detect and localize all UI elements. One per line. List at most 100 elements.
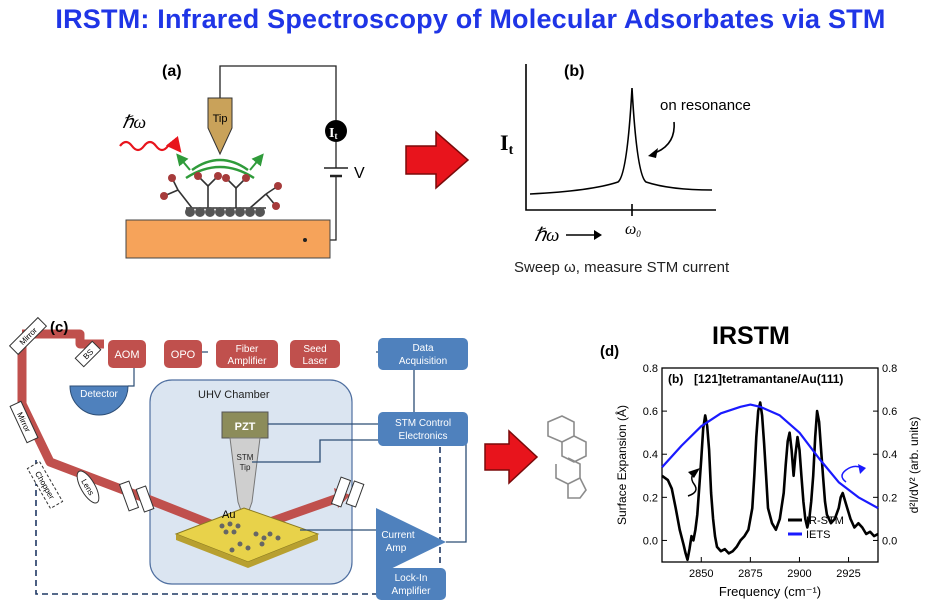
molecule-atoms: [160, 172, 282, 210]
field-arc-1: [191, 158, 249, 172]
y-tick-label: 0.0: [643, 535, 658, 547]
svg-text:STM: STM: [237, 453, 254, 462]
x-axis-label: Frequency (cm⁻¹): [719, 584, 821, 599]
au-label: Au: [222, 509, 235, 521]
resonance-annotation: on resonance: [660, 97, 751, 114]
y-tick-label: 0.6: [643, 406, 658, 418]
detector-label: Detector: [80, 389, 118, 400]
ammeter-icon: [325, 120, 347, 142]
svg-text:Electronics: Electronics: [399, 431, 448, 442]
beam-splitter: BS: [74, 340, 102, 368]
panel-b-caption: Sweep ω, measure STM current: [514, 259, 730, 276]
inner-panel-label: (b): [668, 372, 683, 386]
resonance-curve: [529, 87, 713, 195]
photon-label: ℏω: [122, 112, 146, 132]
y2-axis-label: d²I/dV² (arb. units): [907, 417, 921, 514]
svg-text:STM Control: STM Control: [395, 418, 451, 429]
right-axis-pointer-head: [858, 464, 866, 474]
molecule-icon: [163, 175, 279, 209]
y2-tick-label: 0.6: [882, 406, 897, 418]
photon-wave-icon: [119, 136, 182, 153]
svg-text:OPO: OPO: [171, 349, 196, 361]
window-right: [330, 476, 352, 508]
tip-label: Tip: [213, 113, 228, 125]
voltage-label: V: [354, 165, 365, 182]
field-arc-2: [185, 165, 255, 180]
detector: [69, 385, 129, 416]
panel-c: UHV Chamber Mirror Mirror BS Detector Ch…: [8, 316, 468, 600]
svg-text:Fiber: Fiber: [236, 344, 259, 355]
page-title: IRSTM: Infrared Spectroscopy of Molecula…: [55, 4, 886, 34]
panel-a: (a) It V Tip ℏω: [119, 63, 365, 259]
sweep-x-label: ℏω: [534, 225, 559, 246]
svg-text:AOM: AOM: [114, 349, 139, 361]
aom-box: AOM: [108, 340, 146, 368]
y2-tick-label: 0.8: [882, 363, 897, 375]
x-tick-label: 2875: [738, 568, 762, 580]
x-tick-label: 2925: [836, 568, 860, 580]
opo-box: OPO: [164, 340, 202, 368]
right-axis-pointer-icon: [841, 465, 863, 483]
y-tick-label: 0.8: [643, 363, 658, 375]
y2-tick-label: 0.2: [882, 492, 897, 504]
x-tick-label: 2900: [787, 568, 811, 580]
svg-text:Amplifier: Amplifier: [392, 586, 432, 597]
au-atoms: [219, 521, 281, 553]
reference-loop: [35, 460, 376, 595]
svg-text:Laser: Laser: [302, 356, 328, 367]
panel-b-axes: [525, 64, 716, 211]
lens: Lens: [76, 470, 100, 504]
panel-a-label: (a): [162, 63, 182, 80]
pzt-label: PZT: [235, 421, 256, 433]
panel-b: (b) It on resonance ℏω ω0 Sweep ω, measu…: [500, 63, 751, 276]
panel-d-heading: IRSTM: [712, 322, 790, 350]
tetramantane-icon: [547, 415, 587, 499]
panel-b-label: (b): [564, 63, 584, 80]
y-tick-label: 0.2: [643, 492, 658, 504]
y2-tick-label: 0.4: [882, 449, 897, 461]
irstm-chart: 2850 2875 2900 2925 0.0 0.2 0.4 0.6 0.8 0.0 0.2 0.4…: [600, 343, 921, 599]
annotation-arrow-icon: [651, 121, 675, 155]
stm-tip-icon: [207, 97, 233, 156]
ammeter-symbol: It: [329, 126, 337, 141]
x-tick-label: 2850: [689, 568, 713, 580]
arrow-c-to-d: [484, 429, 539, 485]
arrow-a-to-b: [405, 130, 470, 190]
panel-d-label: (d): [600, 343, 619, 360]
svg-text:Amplifier: Amplifier: [228, 356, 268, 367]
emission-arrow-right: [249, 153, 264, 171]
y-tick-label: 0.4: [643, 449, 658, 461]
resonance-frequency-label: ω0: [625, 221, 641, 239]
svg-text:Tip: Tip: [240, 463, 251, 472]
legend-label: IR-STM: [806, 515, 844, 527]
panel-b-y-label: It: [500, 130, 514, 158]
circuit-wire: [219, 65, 337, 120]
window-left: [118, 480, 140, 512]
molecule-backbone: [185, 207, 265, 217]
svg-text:Seed: Seed: [303, 344, 326, 355]
series-line-ir-stm: [661, 401, 879, 562]
svg-text:Data: Data: [412, 343, 434, 354]
svg-text:Current: Current: [381, 530, 415, 541]
uhv-chamber-label: UHV Chamber: [198, 389, 270, 401]
emission-arrow-left: [176, 153, 191, 171]
y-axis-label: Surface Expansion (Å): [614, 405, 629, 525]
svg-text:Amp: Amp: [386, 543, 407, 554]
svg-text:Acquisition: Acquisition: [399, 356, 447, 367]
substrate: [125, 219, 331, 259]
y2-tick-label: 0.0: [882, 535, 897, 547]
inner-chart-title: [121]tetramantane/Au(111): [694, 372, 843, 386]
svg-text:Lock-In: Lock-In: [395, 573, 428, 584]
panel-c-label: (c): [50, 319, 68, 336]
legend-label: IETS: [806, 529, 830, 541]
left-axis-pointer-head: [688, 468, 700, 478]
series-line-iets: [661, 403, 879, 510]
plot-frame: [661, 367, 879, 563]
